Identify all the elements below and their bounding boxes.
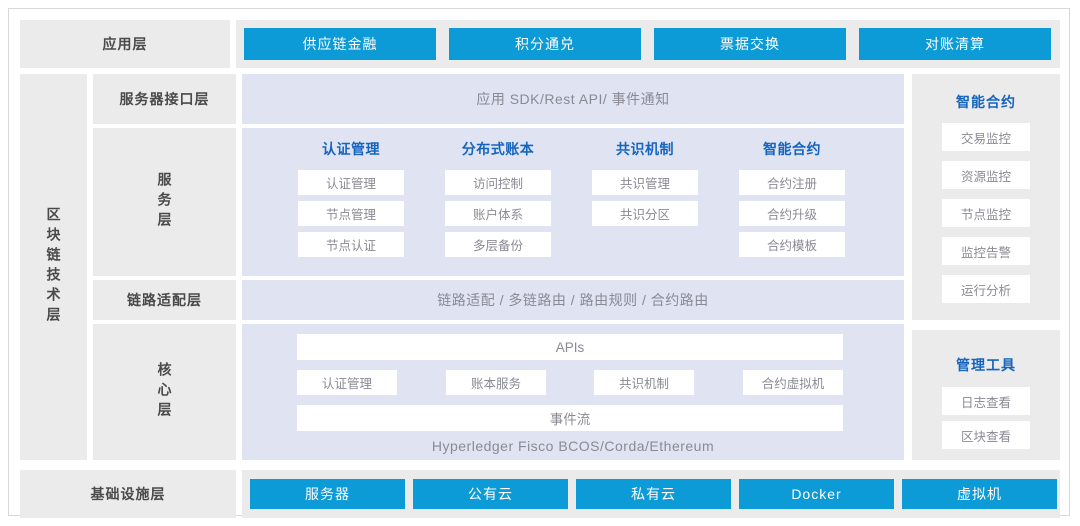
- service-col-3-item-2-label: 合约模板: [766, 239, 817, 253]
- service-layer-label: 服务层: [156, 172, 173, 232]
- core-module-0-label: 认证管理: [321, 377, 372, 391]
- infra-button-1-label: 公有云: [468, 486, 513, 502]
- infra-button-0[interactable]: 服务器: [250, 479, 405, 509]
- service-col-2-head: 共识机制: [616, 141, 674, 157]
- app-button-3[interactable]: 对账清算: [859, 28, 1051, 60]
- infra-button-2[interactable]: 私有云: [576, 479, 731, 509]
- service-col-1-item-1[interactable]: 账户体系: [445, 201, 551, 226]
- blockchain-tech-layer-label: 区块链技术层: [45, 207, 62, 327]
- core-module-2-label: 共识机制: [618, 377, 669, 391]
- service-col-0-item-0-label: 认证管理: [325, 177, 376, 191]
- side-panel-0-item-3-label: 监控告警: [960, 245, 1011, 260]
- service-col-1-item-2-label: 多层备份: [472, 239, 523, 253]
- server-interface-layer-text: 应用 SDK/Rest API/ 事件通知: [476, 91, 670, 107]
- link-adapter-layer-content: 链路适配 / 多链路由 / 路由规则 / 合约路由: [242, 280, 904, 320]
- app-button-2[interactable]: 票据交换: [654, 28, 846, 60]
- app-button-1-label: 积分通兑: [515, 36, 575, 52]
- side-panel-1-item-1[interactable]: 区块查看: [942, 421, 1030, 449]
- core-event-bar[interactable]: 事件流: [297, 405, 843, 431]
- core-module-1-label: 账本服务: [470, 377, 521, 391]
- service-col-2-item-0-label: 共识管理: [619, 177, 670, 191]
- service-layer-label-box: 服务层: [93, 128, 236, 276]
- side-panel-1-head-box: 管理工具: [912, 353, 1060, 377]
- service-col-1-item-0[interactable]: 访问控制: [445, 170, 551, 195]
- infrastructure-layer-label-box: 基础设施层: [20, 470, 236, 518]
- infra-button-4-label: 虚拟机: [957, 486, 1002, 502]
- service-col-3-item-2[interactable]: 合约模板: [739, 232, 845, 257]
- side-panel-0-head: 智能合约: [956, 94, 1016, 110]
- core-module-0[interactable]: 认证管理: [297, 370, 397, 395]
- service-col-1-head: 分布式账本: [461, 141, 535, 157]
- core-apis-bar[interactable]: APIs: [297, 334, 843, 360]
- service-col-2-item-0[interactable]: 共识管理: [592, 170, 698, 195]
- core-module-3[interactable]: 合约虚拟机: [743, 370, 843, 395]
- link-adapter-layer-text: 链路适配 / 多链路由 / 路由规则 / 合约路由: [437, 292, 709, 308]
- application-layer-label-box: 应用层: [20, 20, 230, 68]
- service-col-3-head-box: 智能合约: [730, 137, 854, 161]
- service-col-1-item-0-label: 访问控制: [472, 177, 523, 191]
- infra-button-1[interactable]: 公有云: [413, 479, 568, 509]
- side-panel-0-item-4-label: 运行分析: [960, 283, 1011, 298]
- infra-button-3-label: Docker: [791, 486, 842, 502]
- side-panel-0-item-1-label: 资源监控: [960, 169, 1011, 184]
- infrastructure-layer-label: 基础设施层: [90, 486, 166, 502]
- service-col-0-head: 认证管理: [322, 141, 380, 157]
- service-col-0-item-2[interactable]: 节点认证: [298, 232, 404, 257]
- side-panel-1-item-0[interactable]: 日志查看: [942, 387, 1030, 415]
- service-col-2-head-box: 共识机制: [583, 137, 707, 161]
- service-col-0-item-1[interactable]: 节点管理: [298, 201, 404, 226]
- service-col-0-item-1-label: 节点管理: [325, 208, 376, 222]
- side-panel-0-item-0-label: 交易监控: [960, 131, 1011, 146]
- service-col-3-item-0[interactable]: 合约注册: [739, 170, 845, 195]
- side-panel-0-item-2[interactable]: 节点监控: [942, 199, 1030, 227]
- core-layer-label-box: 核心层: [93, 324, 236, 460]
- service-col-3-item-1-label: 合约升级: [766, 208, 817, 222]
- service-col-0-head-box: 认证管理: [289, 137, 413, 161]
- side-panel-0-item-0[interactable]: 交易监控: [942, 123, 1030, 151]
- side-panel-1-item-0-label: 日志查看: [960, 395, 1011, 410]
- app-button-3-label: 对账清算: [925, 36, 985, 52]
- service-col-0-item-0[interactable]: 认证管理: [298, 170, 404, 195]
- server-interface-layer-content: 应用 SDK/Rest API/ 事件通知: [242, 74, 904, 124]
- blockchain-tech-layer-spine: 区块链技术层: [20, 74, 87, 460]
- core-footer-text: Hyperledger Fisco BCOS/Corda/Ethereum: [431, 438, 715, 454]
- app-button-0-label: 供应链金融: [302, 36, 378, 52]
- app-button-2-label: 票据交换: [720, 36, 780, 52]
- service-col-3-item-1[interactable]: 合约升级: [739, 201, 845, 226]
- service-col-1-item-1-label: 账户体系: [472, 208, 523, 222]
- link-adapter-layer-label: 链路适配层: [127, 292, 202, 308]
- core-footer-box: Hyperledger Fisco BCOS/Corda/Ethereum: [242, 434, 904, 458]
- service-col-0-item-2-label: 节点认证: [325, 239, 376, 253]
- infra-button-2-label: 私有云: [631, 486, 676, 502]
- infra-button-0-label: 服务器: [305, 486, 350, 502]
- service-col-1-head-box: 分布式账本: [436, 137, 560, 161]
- side-panel-1-head: 管理工具: [956, 357, 1016, 373]
- app-button-1[interactable]: 积分通兑: [449, 28, 641, 60]
- service-col-2-item-1[interactable]: 共识分区: [592, 201, 698, 226]
- side-panel-0-item-3[interactable]: 监控告警: [942, 237, 1030, 265]
- service-col-2-item-1-label: 共识分区: [619, 208, 670, 222]
- core-module-1[interactable]: 账本服务: [446, 370, 546, 395]
- side-panel-0-head-box: 智能合约: [912, 90, 1060, 114]
- service-col-3-head: 智能合约: [763, 141, 821, 157]
- server-interface-layer-label-box: 服务器接口层: [93, 74, 236, 124]
- application-layer-label: 应用层: [102, 36, 148, 52]
- infra-button-3[interactable]: Docker: [739, 479, 894, 509]
- core-event-bar-label: 事件流: [549, 412, 591, 427]
- core-module-2[interactable]: 共识机制: [594, 370, 694, 395]
- service-col-1-item-2[interactable]: 多层备份: [445, 232, 551, 257]
- side-panel-0-item-2-label: 节点监控: [960, 207, 1011, 222]
- side-panel-1-item-1-label: 区块查看: [960, 429, 1011, 444]
- core-module-3-label: 合约虚拟机: [761, 377, 825, 391]
- core-apis-bar-label: APIs: [555, 339, 585, 355]
- service-col-3-item-0-label: 合约注册: [766, 177, 817, 191]
- side-panel-0-item-4[interactable]: 运行分析: [942, 275, 1030, 303]
- diagram-frame: 应用层 供应链金融 积分通兑 票据交换 对账清算 区块链技术层 服务器接口层 应…: [8, 8, 1070, 518]
- infra-button-4[interactable]: 虚拟机: [902, 479, 1057, 509]
- core-layer-label: 核心层: [156, 362, 173, 422]
- link-adapter-layer-label-box: 链路适配层: [93, 280, 236, 320]
- server-interface-layer-label: 服务器接口层: [119, 91, 210, 107]
- side-panel-0-item-1[interactable]: 资源监控: [942, 161, 1030, 189]
- app-button-0[interactable]: 供应链金融: [244, 28, 436, 60]
